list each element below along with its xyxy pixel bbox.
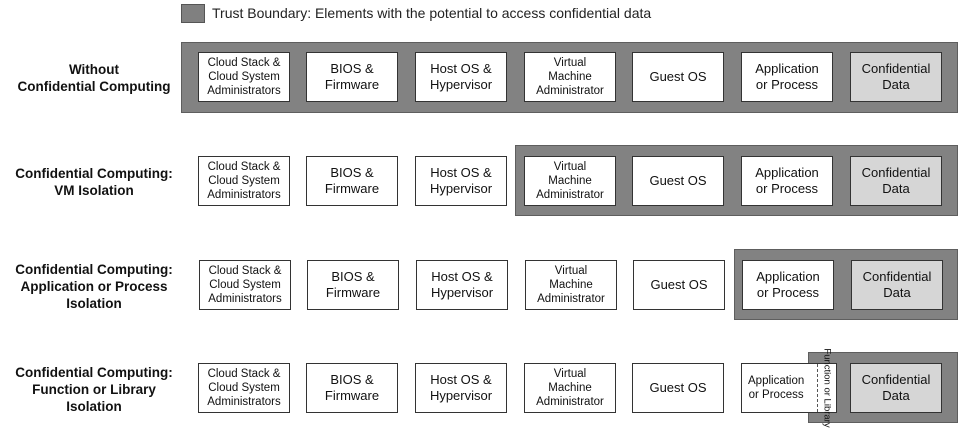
box-application: Application or Process <box>741 52 833 102</box>
function-library-label: Function or Library <box>822 348 834 428</box>
box-guest-os: Guest OS <box>632 156 724 206</box>
box-application-with-function: Application or Process Function or Libra… <box>741 348 837 428</box>
box-confidential-data: Confidential Data <box>850 156 942 206</box>
box-confidential-data: Confidential Data <box>851 260 943 310</box>
box-application: Application or Process <box>741 156 833 206</box>
box-vm-admin: Virtual Machine Administrator <box>524 52 616 102</box>
legend-text: Trust Boundary: Elements with the potent… <box>212 5 652 21</box>
box-cloud-stack: Cloud Stack & Cloud System Administrator… <box>198 363 290 413</box>
box-host-os: Host OS & Hypervisor <box>415 52 507 102</box>
box-bios-firmware: BIOS & Firmware <box>306 52 398 102</box>
row-label-function-isolation: Confidential Computing: Function or Libr… <box>15 365 173 414</box>
box-host-os: Host OS & Hypervisor <box>416 260 508 310</box>
box-confidential-data: Confidential Data <box>850 52 942 102</box>
box-vm-admin: Virtual Machine Administrator <box>525 260 617 310</box>
box-cloud-stack: Cloud Stack & Cloud System Administrator… <box>199 260 291 310</box>
box-host-os: Host OS & Hypervisor <box>415 363 507 413</box>
box-bios-firmware: BIOS & Firmware <box>307 260 399 310</box>
box-guest-os: Guest OS <box>632 52 724 102</box>
box-application: Application or Process <box>742 260 834 310</box>
box-guest-os: Guest OS <box>633 260 725 310</box>
trust-boundary-swatch <box>181 4 205 23</box>
function-library-segment: Function or Library <box>817 348 836 428</box>
box-cloud-stack: Cloud Stack & Cloud System Administrator… <box>198 156 290 206</box>
box-application-label: Application or Process <box>748 375 805 401</box>
row-label-without-cc: Without Confidential Computing <box>17 62 171 94</box>
box-host-os: Host OS & Hypervisor <box>415 156 507 206</box>
box-vm-admin: Virtual Machine Administrator <box>524 363 616 413</box>
box-cloud-stack: Cloud Stack & Cloud System Administrator… <box>198 52 290 102</box>
row-label-vm-isolation: Confidential Computing: VM Isolation <box>15 166 173 198</box>
box-vm-admin: Virtual Machine Administrator <box>524 156 616 206</box>
box-bios-firmware: BIOS & Firmware <box>306 156 398 206</box>
box-guest-os: Guest OS <box>632 363 724 413</box>
box-confidential-data: Confidential Data <box>850 363 942 413</box>
box-bios-firmware: BIOS & Firmware <box>306 363 398 413</box>
row-label-app-isolation: Confidential Computing: Application or P… <box>15 262 173 311</box>
